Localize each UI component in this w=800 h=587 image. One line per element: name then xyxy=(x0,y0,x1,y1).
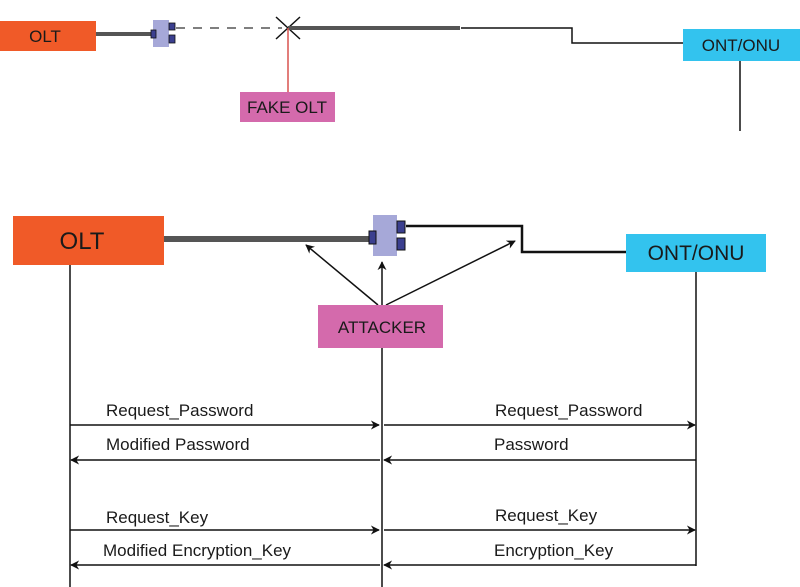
attacker-arrow-olt-fiber xyxy=(305,244,379,306)
attacker-label: ATTACKER xyxy=(338,318,426,337)
bottom-olt-node[interactable]: OLT xyxy=(13,216,164,265)
top-olt-label: OLT xyxy=(29,27,61,46)
message-right-label: Request_Key xyxy=(495,506,598,525)
bottom-ont-label: ONT/ONU xyxy=(648,242,745,265)
top-ont-label: ONT/ONU xyxy=(702,36,780,55)
message-left-label: Modified Encryption_Key xyxy=(103,541,292,560)
message-right-label: Request_Password xyxy=(495,401,642,420)
bottom-olt-label: OLT xyxy=(60,228,105,255)
bottom-ont-node[interactable]: ONT/ONU xyxy=(626,234,766,272)
message-right-label: Encryption_Key xyxy=(494,541,614,560)
top-olt-node[interactable]: OLT xyxy=(0,21,96,51)
message-row: Request_Key Request_Key xyxy=(70,506,696,535)
bottom-ont-box xyxy=(626,234,766,272)
top-drop-line xyxy=(461,27,683,44)
fake-olt-box xyxy=(240,92,335,122)
top-scenario: OLT FAKE OLT ONT/ONU xyxy=(0,16,800,131)
fake-olt-node[interactable]: FAKE OLT xyxy=(240,92,335,122)
message-right-label: Password xyxy=(494,435,569,454)
top-olt-box xyxy=(0,21,96,51)
fake-olt-label: FAKE OLT xyxy=(247,98,327,117)
message-row: Modified Encryption_Key Encryption_Key xyxy=(70,541,696,570)
bottom-drop-line xyxy=(406,224,626,254)
message-left-label: Request_Password xyxy=(106,401,253,420)
attacker-box xyxy=(318,305,443,348)
message-left-label: Request_Key xyxy=(106,508,209,527)
bottom-scenario: OLT ONT/ONU ATTACKER xyxy=(13,215,766,587)
message-row: Modified Password Password xyxy=(70,435,696,465)
message-left-label: Modified Password xyxy=(106,435,250,454)
attacker-arrow-ont-line xyxy=(385,240,516,306)
message-sequence: Request_Password Request_Password Modifi… xyxy=(70,401,696,570)
message-row: Request_Password Request_Password xyxy=(70,401,696,430)
top-ont-box xyxy=(683,29,800,61)
attacker-node[interactable]: ATTACKER xyxy=(318,305,443,348)
top-ont-node[interactable]: ONT/ONU xyxy=(683,29,800,61)
bottom-olt-box xyxy=(13,216,164,265)
top-splitter-icon xyxy=(150,20,176,47)
bottom-splitter-icon xyxy=(368,215,406,256)
